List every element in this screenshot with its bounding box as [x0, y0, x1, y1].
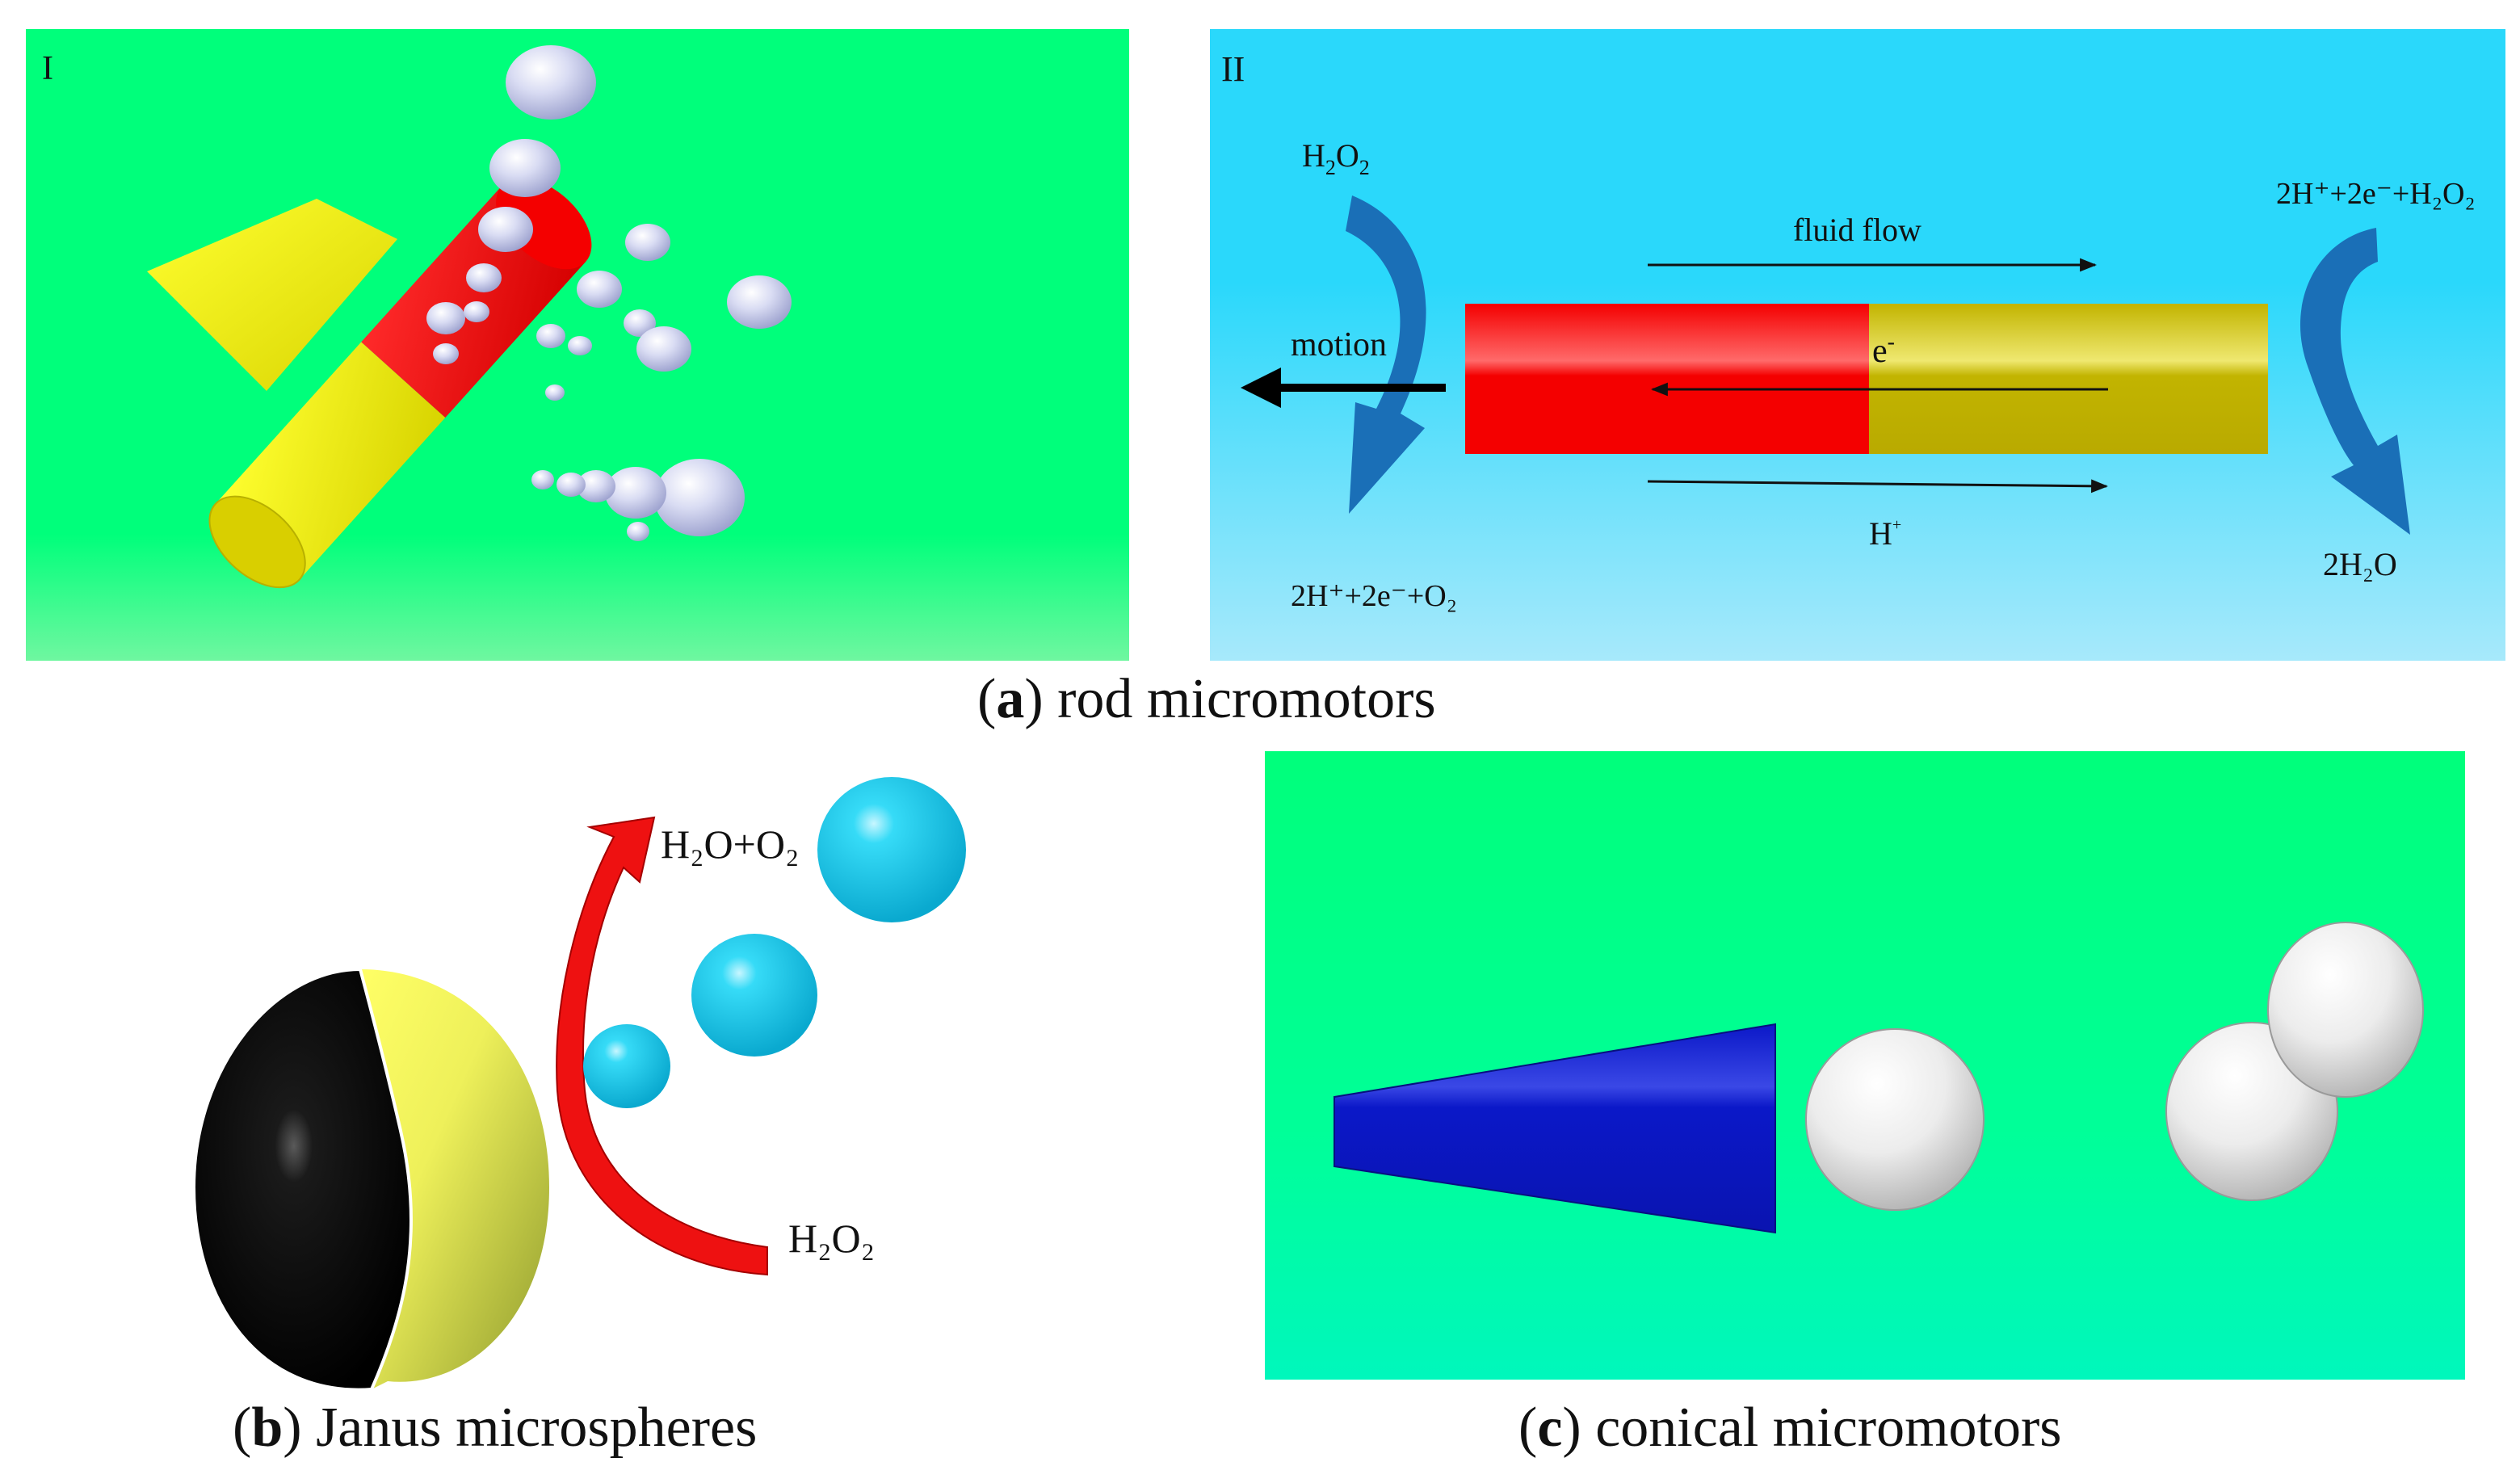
caption-a: (a) rod micromotors	[977, 668, 1436, 730]
proton-label: H+	[1869, 515, 1901, 552]
rod-gold-segment	[1869, 304, 2268, 454]
rod-yellow-cap	[208, 495, 306, 589]
janus-illustration: H₂O+O₂ H₂O₂	[191, 777, 966, 1392]
panel-rod-schematic: II H2O2 fluid flow e- H+ motion 2H⁺+2e⁻+…	[1210, 29, 2505, 661]
cathode-products-label: 2H₂O	[2323, 546, 2397, 582]
h2o2-top-label: H2O2	[1302, 137, 1370, 179]
caption-c: (c) conical micromotors	[1518, 1397, 2062, 1459]
bubble-farthest	[2267, 922, 2424, 1098]
right-curved-arrow	[2300, 228, 2410, 535]
rod-red-segment	[1465, 304, 1869, 454]
reactant-formula-label: H₂O₂	[788, 1216, 875, 1261]
reaction-curved-arrow	[556, 816, 768, 1276]
cathode-reactants-label: 2H⁺+2e⁻+H₂O₂	[2276, 177, 2476, 211]
janus-black-hemisphere	[191, 967, 413, 1392]
left-curved-arrow	[1346, 195, 1426, 514]
oxygen-bubbles	[426, 45, 792, 541]
electron-label: e-	[1872, 330, 1895, 370]
rod-schematic-diagram: II H2O2 fluid flow e- H+ motion 2H⁺+2e⁻+…	[1221, 49, 2476, 613]
rod-3d-illustration: I	[42, 45, 792, 589]
bubble-near	[1805, 1028, 1984, 1211]
janus-yellow-hemisphere	[360, 969, 549, 1389]
anode-products-label: 2H⁺+2e⁻+O₂	[1291, 579, 1457, 613]
bubble-large	[817, 777, 966, 922]
panel-rod-3d: I	[26, 29, 1129, 661]
panel-janus: H₂O+O₂ H₂O₂	[162, 751, 1050, 1414]
product-formula-label: H₂O+O₂	[661, 821, 799, 867]
panel-numeral-I: I	[42, 50, 53, 87]
caption-b: (b) Janus microspheres	[233, 1397, 758, 1459]
rod-yellow-segment	[147, 199, 397, 391]
fluid-flow-label: fluid flow	[1793, 212, 1922, 248]
conical-illustration	[1334, 922, 2424, 1234]
bubble-medium	[691, 934, 817, 1057]
conical-micromotor	[1334, 1023, 1776, 1234]
motion-label: motion	[1291, 326, 1387, 363]
bubble-small	[583, 1024, 670, 1108]
panel-conical	[1265, 751, 2465, 1380]
panel-numeral-II: II	[1221, 49, 1245, 89]
proton-flow-arrow	[1647, 479, 2109, 494]
